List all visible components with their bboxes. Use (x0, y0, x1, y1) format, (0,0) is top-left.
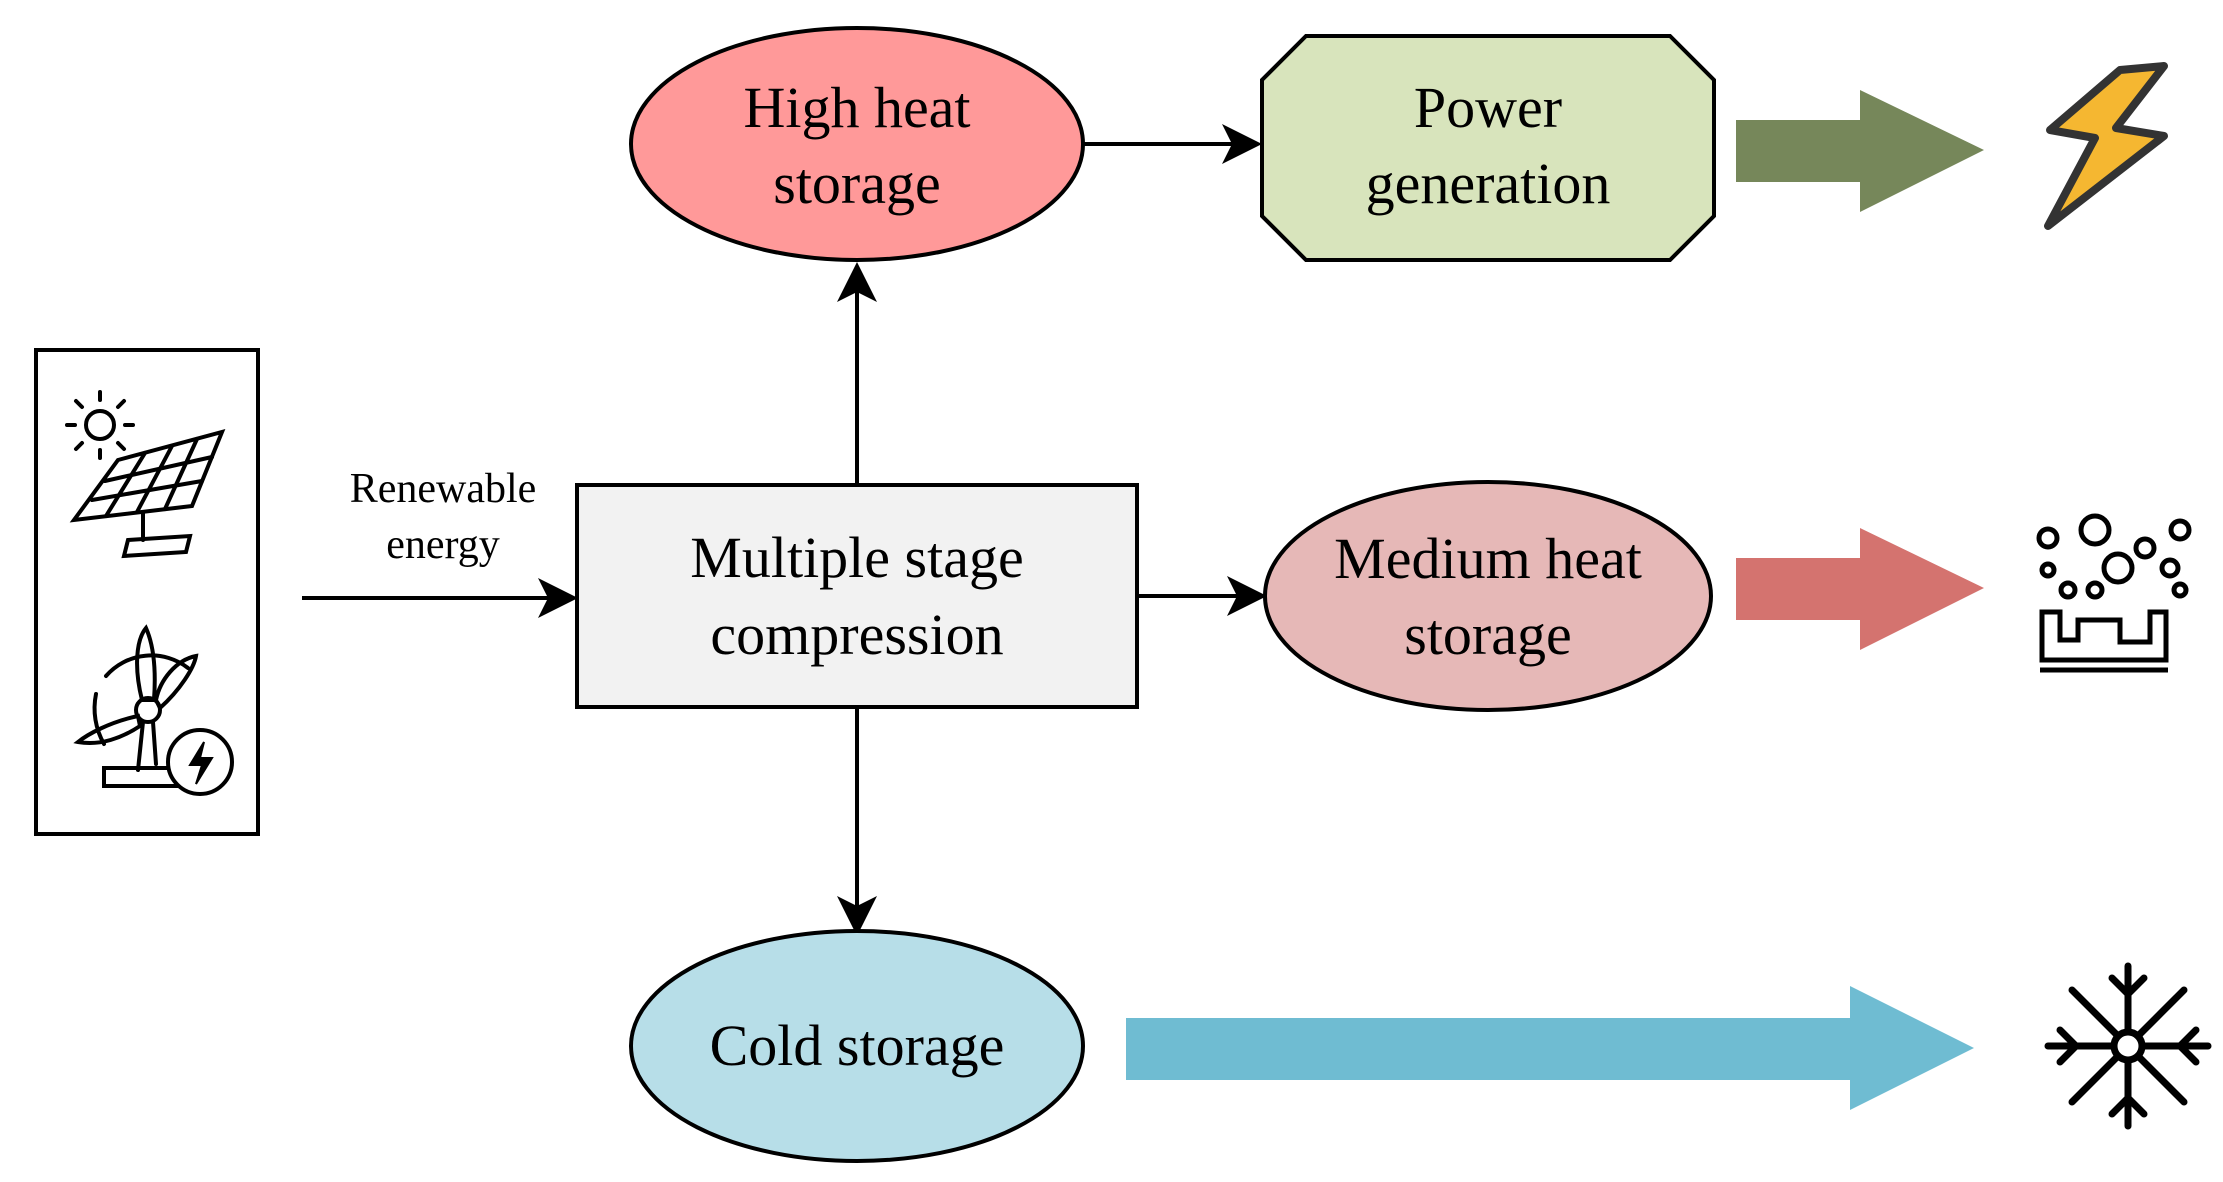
power-label-line-2: generation (1366, 151, 1611, 216)
cold-storage-label: Cold storage (710, 1013, 1005, 1078)
renewable-energy-edge: Renewable energy (302, 466, 578, 618)
power-generation-node: Power generation (1260, 34, 1716, 262)
cold-storage-node: Cold storage (629, 929, 1085, 1163)
power-label-line-1: Power (1414, 75, 1562, 140)
compression-node: Multiple stage compression (575, 483, 1139, 709)
medium-heat-label-line-1: Medium heat (1334, 526, 1642, 591)
compression-label-line-2: compression (710, 602, 1003, 667)
compression-box (575, 483, 1139, 709)
renewable-source-panel (34, 348, 260, 836)
medium-heat-storage-node: Medium heat storage (1263, 480, 1713, 712)
solar-panel-icon (65, 390, 226, 559)
medium-heat-output-arrow (1736, 528, 1984, 650)
lightning-icon (2044, 62, 2168, 230)
medium-heat-label-line-2: storage (1404, 602, 1572, 667)
snowflake-icon (2044, 962, 2212, 1130)
heat-bubbles-icon (2036, 513, 2192, 673)
compression-edges (837, 124, 1267, 936)
wind-turbine-icon (73, 624, 234, 796)
power-generation-octagon (1260, 34, 1716, 262)
high-heat-label-line-2: storage (773, 151, 941, 216)
cold-output-arrow (1126, 986, 1974, 1110)
cold-storage-ellipse (629, 929, 1085, 1163)
high-heat-storage-node: High heat storage (629, 26, 1085, 262)
power-output-arrow (1736, 90, 1984, 212)
high-heat-label-line-1: High heat (743, 75, 970, 140)
high-heat-ellipse (629, 26, 1085, 262)
compression-label-line-1: Multiple stage (690, 525, 1023, 590)
edge-label-line-2: energy (386, 522, 500, 568)
edge-label-line-1: Renewable (350, 466, 537, 512)
medium-heat-ellipse (1263, 480, 1713, 712)
